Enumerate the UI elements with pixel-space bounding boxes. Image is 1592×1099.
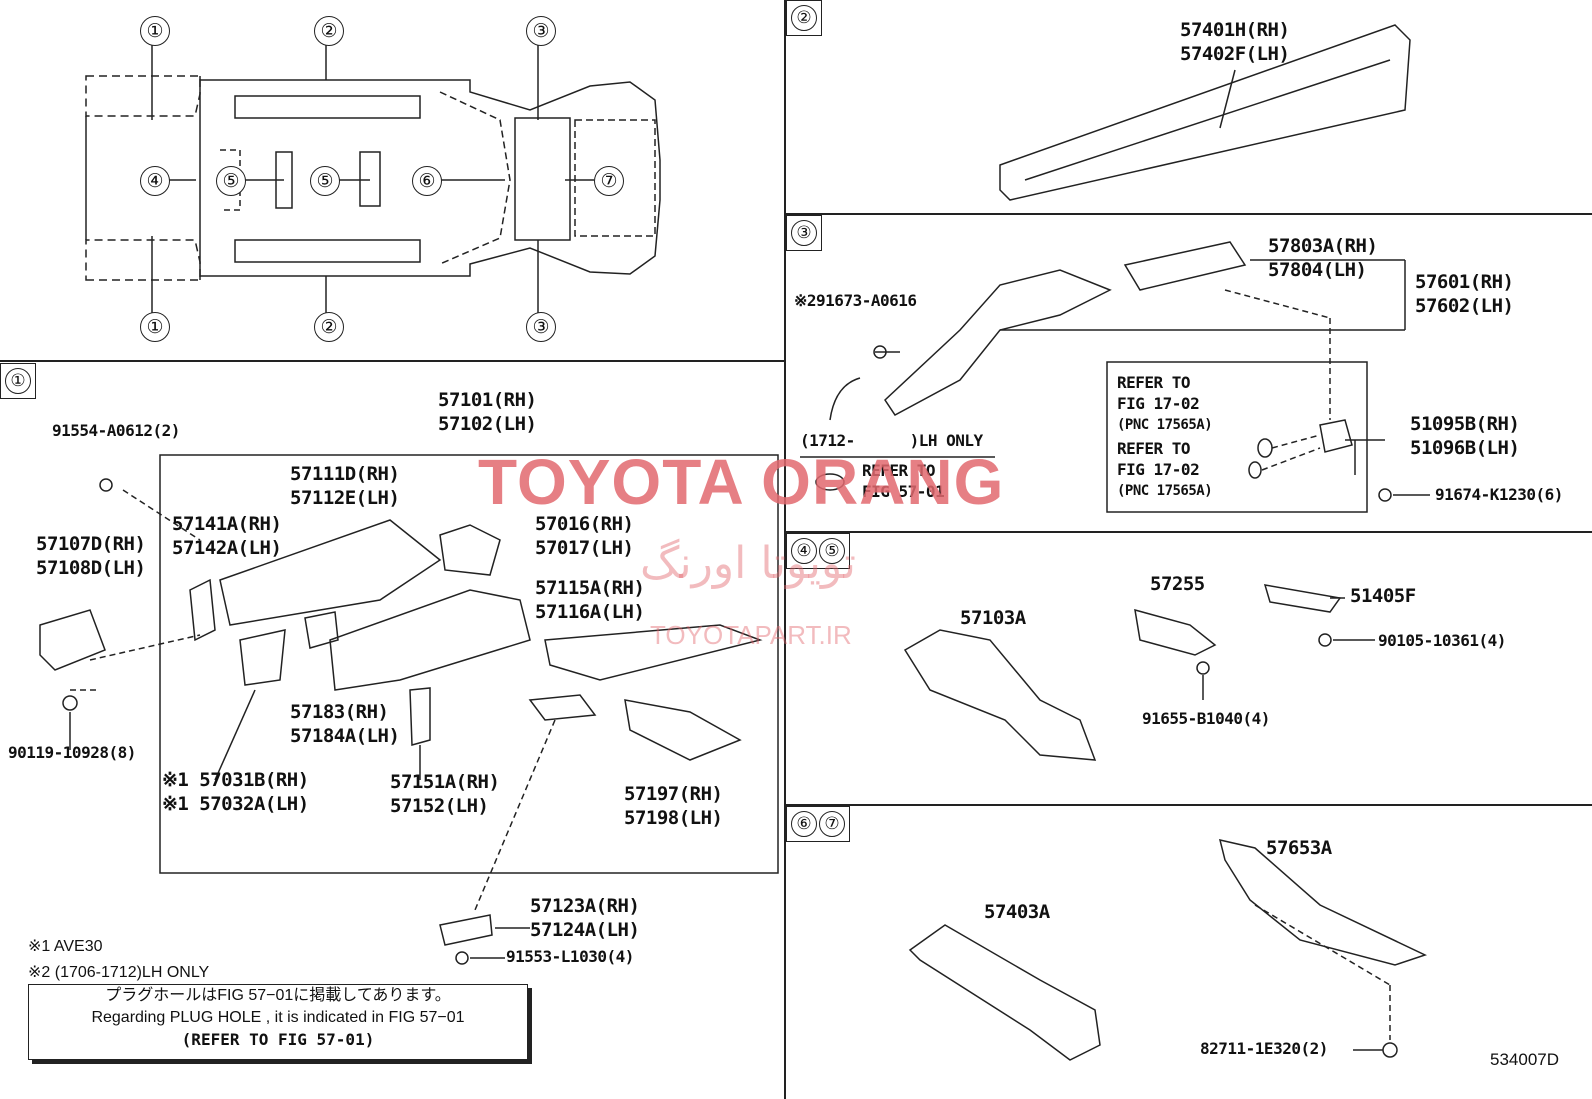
footnote-1: ※1 AVE30: [28, 938, 103, 955]
part-57103a-label[interactable]: 57103A: [960, 607, 1026, 629]
part-57031-label[interactable]: ※1 57031B(RH) ※1 57032A(LH): [162, 769, 309, 815]
part-57601-label[interactable]: 57601(RH) 57602(LH): [1415, 271, 1514, 317]
part-91655-label[interactable]: 91655-B1040(4): [1142, 709, 1270, 728]
part-57101-label[interactable]: 57101(RH) 57102(LH): [438, 389, 537, 435]
part-57197-label[interactable]: 57197(RH) 57198(LH): [624, 783, 723, 829]
plug-note-reference[interactable]: (REFER TO FIG 57-01): [181, 1030, 375, 1049]
refer-fig-57-01[interactable]: REFER TO FIG 57-01: [862, 461, 945, 501]
footnote-2: ※2 (1706-1712)LH ONLY: [28, 964, 210, 981]
part-57653a-label[interactable]: 57653A: [1266, 837, 1332, 859]
part-91554-label[interactable]: 91554-A0612(2): [52, 421, 180, 440]
section-3-tag: ③: [786, 215, 822, 251]
callout-7: ⑦: [594, 166, 624, 196]
plug-hole-note: プラグホールはFIG 57−01に掲載してあります。 Regarding PLU…: [28, 984, 528, 1060]
section-1-number: ①: [5, 368, 31, 394]
part-57803-label[interactable]: 57803A(RH) 57804(LH): [1268, 235, 1378, 281]
part-57183-label[interactable]: 57183(RH) 57184A(LH): [290, 701, 400, 747]
part-51095-label[interactable]: 51095B(RH) 51096B(LH): [1410, 413, 1520, 459]
section-6-number: ⑥: [791, 811, 817, 837]
plug-note-japanese: プラグホールはFIG 57−01に掲載してあります。: [105, 987, 451, 1004]
part-51405f-label[interactable]: 51405F: [1350, 585, 1416, 607]
callout-2-bottom: ②: [314, 312, 344, 342]
section-1-tag: ①: [0, 363, 36, 399]
part-57111-label[interactable]: 57111D(RH) 57112E(LH): [290, 463, 400, 509]
part-57401-label[interactable]: 57401H(RH) 57402F(LH): [1180, 19, 1290, 65]
section-4-number: ④: [791, 538, 817, 564]
refer-fig-17-02-b[interactable]: REFER TO FIG 17-02: [1117, 439, 1200, 479]
part-57403a-label[interactable]: 57403A: [984, 901, 1050, 923]
part-57141-label[interactable]: 57141A(RH) 57142A(LH): [172, 513, 282, 559]
part-91674-label[interactable]: 91674-K1230(6): [1435, 485, 1563, 504]
part-90119-label[interactable]: 90119-10928(8): [8, 743, 136, 762]
callout-5a: ⑤: [216, 166, 246, 196]
part-91553-label[interactable]: 91553-L1030(4): [506, 947, 634, 966]
part-57255-label[interactable]: 57255: [1150, 573, 1205, 595]
part-57151-label[interactable]: 57151A(RH) 57152(LH): [390, 771, 500, 817]
section-5-number: ⑤: [819, 538, 845, 564]
part-57123-label[interactable]: 57123A(RH) 57124A(LH): [530, 895, 640, 941]
figure-id: 534007D: [1490, 1050, 1560, 1069]
section-2-tag: ②: [786, 0, 822, 36]
callout-1-bottom: ①: [140, 312, 170, 342]
callout-6: ⑥: [412, 166, 442, 196]
part-291673-label[interactable]: ※291673-A0616: [794, 291, 917, 310]
plug-note-english: Regarding PLUG HOLE , it is indicated in…: [91, 1009, 465, 1026]
part-57107-label[interactable]: 57107D(RH) 57108D(LH): [36, 533, 146, 579]
lh-only-range: (1712- )LH ONLY: [800, 431, 983, 450]
callout-3-bottom: ③: [526, 312, 556, 342]
part-82711-label[interactable]: 82711-1E320(2): [1200, 1039, 1328, 1058]
section-7-number: ⑦: [819, 811, 845, 837]
refer-fig-17-02-a[interactable]: REFER TO FIG 17-02: [1117, 373, 1200, 413]
callout-5b: ⑤: [310, 166, 340, 196]
part-90105-label[interactable]: 90105-10361(4): [1378, 631, 1506, 650]
section-3-number: ③: [791, 220, 817, 246]
callout-2-top: ②: [314, 16, 344, 46]
callout-3-top: ③: [526, 16, 556, 46]
pnc-17565a-a: (PNC 17565A): [1117, 417, 1213, 433]
watermark-persian: تویوتا اورنگ: [640, 538, 856, 589]
section-2-number: ②: [791, 5, 817, 31]
watermark-site: TOYOTAPART.IR: [650, 620, 852, 650]
callout-4: ④: [140, 166, 170, 196]
part-57115-label[interactable]: 57115A(RH) 57116A(LH): [535, 577, 645, 623]
pnc-17565a-b: (PNC 17565A): [1117, 483, 1213, 499]
watermark-title: TOYOTA ORANG: [478, 446, 1005, 518]
part-57016-label[interactable]: 57016(RH) 57017(LH): [535, 513, 634, 559]
callout-1-top: ①: [140, 16, 170, 46]
